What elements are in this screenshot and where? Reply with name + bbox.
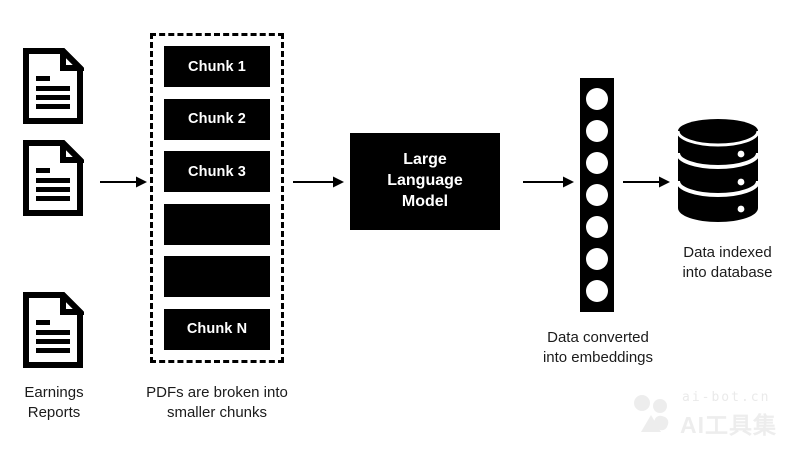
chunk-box[interactable]: Chunk N — [164, 308, 270, 350]
watermark-logo-icon — [630, 394, 672, 434]
embedding-dot — [586, 216, 608, 238]
embeddings-caption-line1: Data converted — [547, 329, 649, 346]
database-caption-line1: Data indexed — [683, 244, 772, 261]
chunk-box[interactable]: Chunk 2 — [164, 98, 270, 140]
database-caption-line2: into database — [682, 264, 773, 282]
chunk-group: Chunk 1 Chunk 2 Chunk 3 Chunk N — [150, 33, 284, 363]
chunk-box[interactable] — [164, 203, 270, 245]
chunk-box[interactable] — [164, 256, 270, 298]
chunk-list: Chunk 1 Chunk 2 Chunk 3 Chunk N — [153, 36, 281, 360]
chunk-box[interactable]: Chunk 3 — [164, 151, 270, 193]
arrow-docs-to-chunks — [100, 175, 148, 189]
embedding-dot — [586, 152, 608, 174]
chunk-box[interactable]: Chunk 1 — [164, 46, 270, 87]
watermark-brand: AI工具集 — [680, 412, 777, 438]
watermark-domain: ai-bot.cn — [682, 390, 771, 405]
chunks-caption-line2: smaller chunks — [166, 404, 268, 422]
sources-caption: Earnings Reports — [4, 383, 104, 424]
embedding-dot — [586, 88, 608, 110]
watermark: ai-bot.cn AI工具集 — [630, 388, 790, 440]
chunks-caption-line1: PDFs are broken into — [146, 384, 288, 401]
database-cylinder-icon — [676, 117, 760, 222]
database-caption: Data indexed into database — [655, 243, 800, 284]
embedding-dot — [586, 184, 608, 206]
llm-label-line2: Language — [387, 172, 463, 190]
document-icon — [22, 140, 84, 216]
arrow-chunks-to-model — [293, 175, 345, 189]
llm-label-line3: Model — [401, 192, 449, 210]
embedding-dot — [586, 248, 608, 270]
arrow-embeddings-to-database — [623, 175, 671, 189]
document-icon — [22, 48, 84, 124]
sources-caption-line2: Reports — [27, 404, 81, 422]
llm-label: Large Language Model — [387, 150, 463, 212]
embedding-dot — [586, 280, 608, 302]
embeddings-caption: Data converted into embeddings — [520, 328, 676, 369]
embedding-dot — [586, 120, 608, 142]
document-icon — [22, 292, 84, 368]
embedding-vector-icon — [580, 78, 614, 312]
sources-caption-line1: Earnings — [24, 384, 84, 401]
embeddings-caption-line2: into embeddings — [542, 349, 654, 367]
chunks-caption: PDFs are broken into smaller chunks — [127, 383, 307, 424]
large-language-model-box[interactable]: Large Language Model — [350, 133, 500, 230]
arrow-model-to-embeddings — [523, 175, 575, 189]
llm-label-line1: Large — [403, 151, 447, 169]
